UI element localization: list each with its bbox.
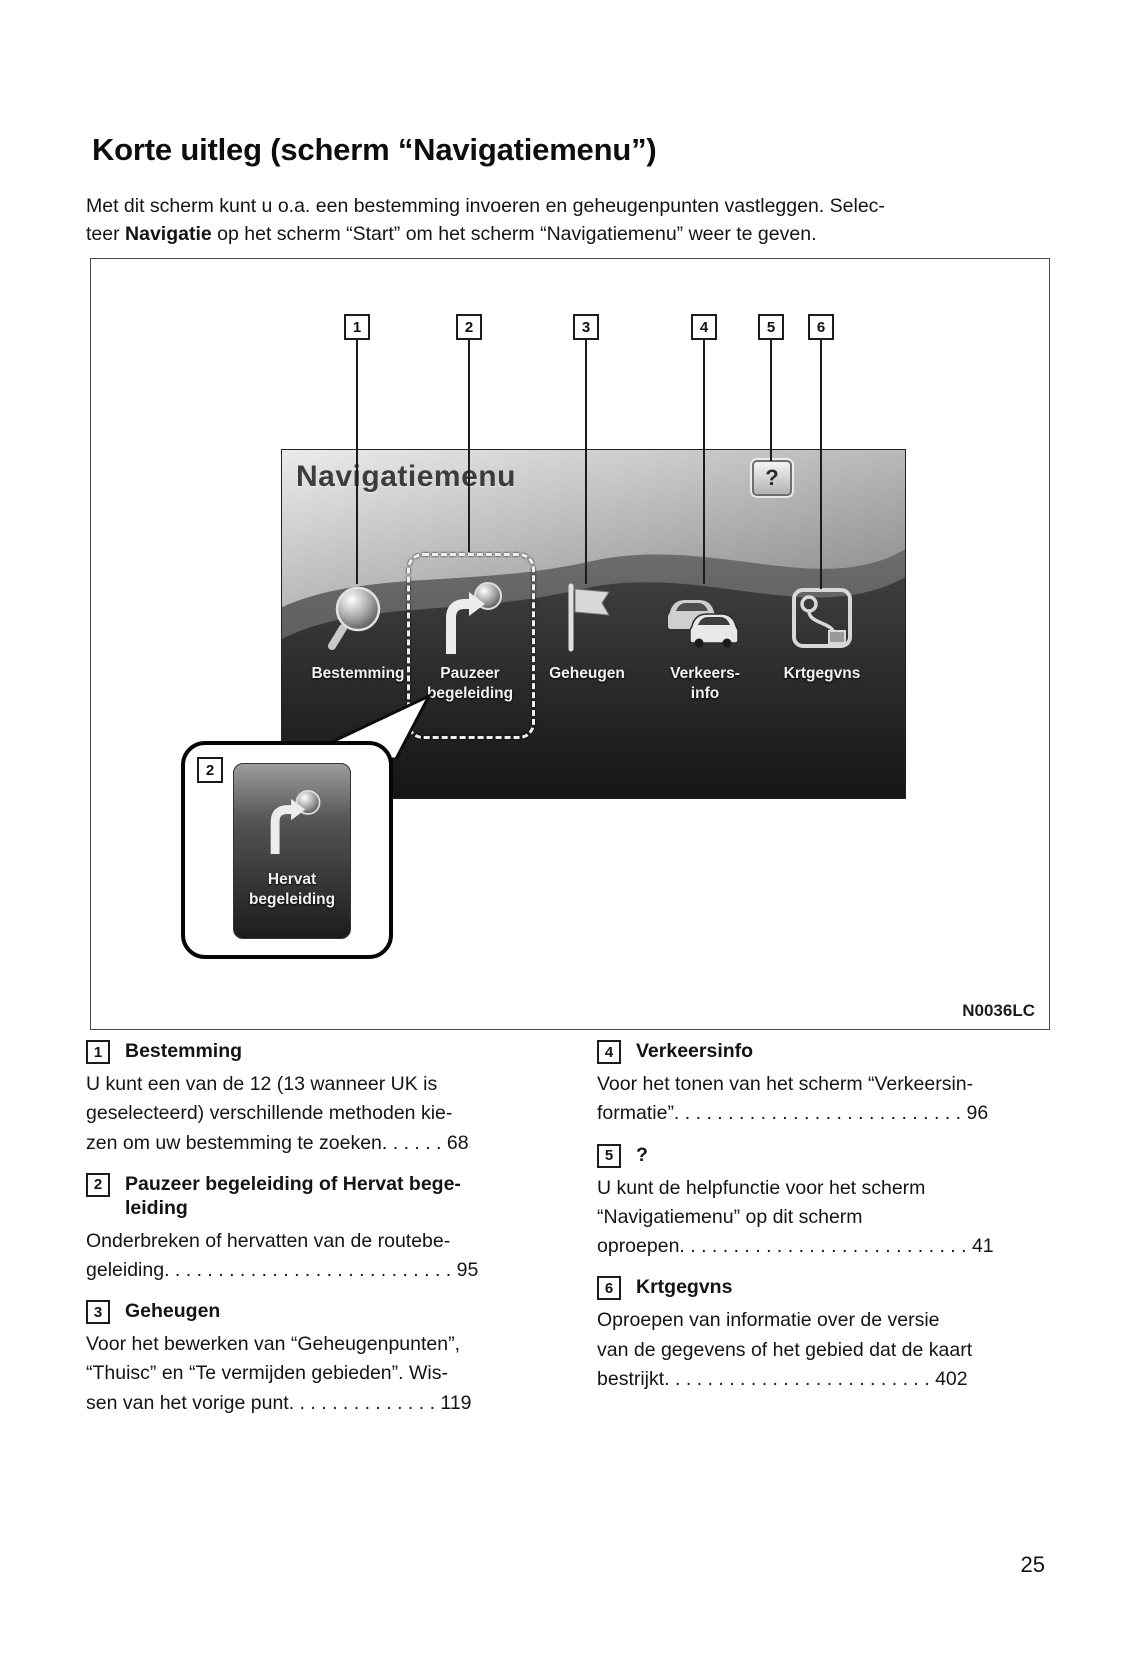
legend-item-bestemming: 1 Bestemming U kunt een van de 12 (13 wa… (86, 1038, 551, 1158)
legend-body-2: Onderbreken of hervatten van de routebe-… (86, 1229, 479, 1281)
callout-2: 2 (456, 314, 482, 340)
intro-text-post: op het scherm “Start” om het scherm “Nav… (211, 223, 817, 246)
selection-outline (407, 553, 535, 739)
legend-title-6: Krtgegvns (636, 1276, 733, 1299)
menu-item-label: Pauzeer begeleiding (426, 665, 514, 703)
legend-num-5-label: 5 (604, 1147, 614, 1164)
figure-code: N0036LC (962, 1001, 1035, 1020)
legend: 1 Bestemming U kunt een van de 12 (13 wa… (86, 1038, 1062, 1431)
callout-4-label: 4 (699, 318, 709, 336)
legend-body-5: U kunt de helpfunctie voor het scherm “N… (597, 1176, 994, 1258)
menu-item-verkeersinfo: Verkeers- info (650, 572, 760, 704)
callout-2-inset-label: 2 (205, 761, 215, 779)
callout-line-3 (585, 339, 587, 584)
legend-item-pauzeer: 2 Pauzeer begeleiding of Hervat bege- le… (86, 1171, 551, 1285)
callout-line-1 (356, 339, 358, 584)
callout-6: 6 (808, 314, 834, 340)
legend-item-krtgegvns: 6 Krtgegvns Oproepen van informatie over… (597, 1274, 1062, 1394)
intro-text-pre: Met dit scherm kunt u o.a. een bestemmin… (86, 195, 885, 246)
map-data-icon (789, 572, 855, 664)
magnifier-icon (325, 572, 391, 664)
callout-5: 5 (758, 314, 784, 340)
legend-title-5: ? (636, 1143, 648, 1166)
callout-1-label: 1 (352, 318, 362, 336)
legend-num-2: 2 (86, 1172, 110, 1197)
page-number: 25 (1020, 1552, 1045, 1577)
hervat-tile: Hervat begeleiding (233, 763, 351, 939)
callout-line-2 (468, 339, 470, 552)
legend-body-3: Voor het bewerken van “Geheugenpunten”, … (86, 1333, 472, 1414)
legend-item-geheugen: 3 Geheugen Voor het bewerken van “Geheug… (86, 1298, 551, 1418)
legend-num-1: 1 (86, 1040, 110, 1064)
question-mark-icon: ? (765, 465, 779, 490)
legend-num-3-label: 3 (93, 1303, 103, 1321)
callout-3: 3 (573, 314, 599, 340)
intro-paragraph: Met dit scherm kunt u o.a. een bestemmin… (86, 192, 1054, 249)
callout-5-label: 5 (766, 318, 776, 336)
callout-2-label: 2 (464, 318, 474, 336)
help-button: ? (752, 460, 792, 496)
traffic-cars-icon (664, 572, 746, 664)
inset-hervat: 2 (181, 741, 393, 959)
legend-column-left: 1 Bestemming U kunt een van de 12 (13 wa… (86, 1038, 551, 1431)
legend-num-1-label: 1 (93, 1043, 103, 1061)
menu-item-pauzeer-begeleiding: Pauzeer begeleiding (415, 572, 525, 704)
screen-title: Navigatiemenu (296, 460, 516, 493)
menu-item-label: Geheugen (549, 665, 625, 682)
legend-num-4: 4 (597, 1040, 621, 1064)
route-arrow-icon (260, 774, 324, 870)
legend-column-right: 4 Verkeersinfo Voor het tonen van het sc… (597, 1038, 1062, 1431)
menu-item-label: Verkeers- info (670, 665, 740, 703)
menu-item-bestemming: Bestemming (303, 572, 413, 684)
legend-body-6: Oproepen van informatie over de versie v… (597, 1309, 973, 1390)
legend-num-4-label: 4 (604, 1043, 614, 1061)
page-title: Korte uitleg (scherm “Navigatiemenu”) (92, 132, 657, 167)
callout-line-6 (820, 339, 822, 589)
figure-navigatiemenu: 1 2 3 4 5 6 (90, 258, 1050, 1030)
callout-6-label: 6 (816, 318, 826, 336)
legend-item-verkeersinfo: 4 Verkeersinfo Voor het tonen van het sc… (597, 1038, 1062, 1129)
menu-item-label: Krtgegvns (783, 665, 861, 682)
callout-3-label: 3 (581, 318, 591, 336)
menu-item-geheugen: Geheugen (532, 572, 642, 684)
callout-line-5 (770, 339, 772, 461)
legend-body-1: U kunt een van de 12 (13 wanneer UK is g… (86, 1073, 469, 1154)
legend-num-6-label: 6 (604, 1279, 614, 1297)
legend-title-2: Pauzeer begeleiding of Hervat bege- leid… (125, 1172, 461, 1220)
callout-4: 4 (691, 314, 717, 340)
legend-title-1: Bestemming (125, 1040, 243, 1062)
route-arrow-icon (434, 572, 506, 664)
callout-line-4 (703, 339, 705, 584)
legend-num-2-label: 2 (93, 1176, 103, 1194)
legend-item-help: 5 ? U kunt de helpfunctie voor het scher… (597, 1142, 1062, 1262)
hervat-label: Hervat begeleiding (248, 871, 336, 909)
legend-num-6: 6 (597, 1276, 621, 1301)
callout-2-inset: 2 (197, 757, 223, 783)
callout-1: 1 (344, 314, 370, 340)
intro-bold-navigatie: Navigatie (125, 223, 212, 246)
legend-title-3: Geheugen (125, 1300, 221, 1322)
legend-body-4: Voor het tonen van het scherm “Verkeersi… (597, 1073, 989, 1125)
legend-title-4: Verkeersinfo (636, 1040, 754, 1062)
legend-num-5: 5 (597, 1143, 621, 1168)
menu-item-label: Bestemming (311, 665, 405, 682)
flag-icon (558, 572, 616, 664)
menu-item-krtgegvns: Krtgegvns (767, 572, 877, 684)
legend-num-3: 3 (86, 1300, 110, 1324)
